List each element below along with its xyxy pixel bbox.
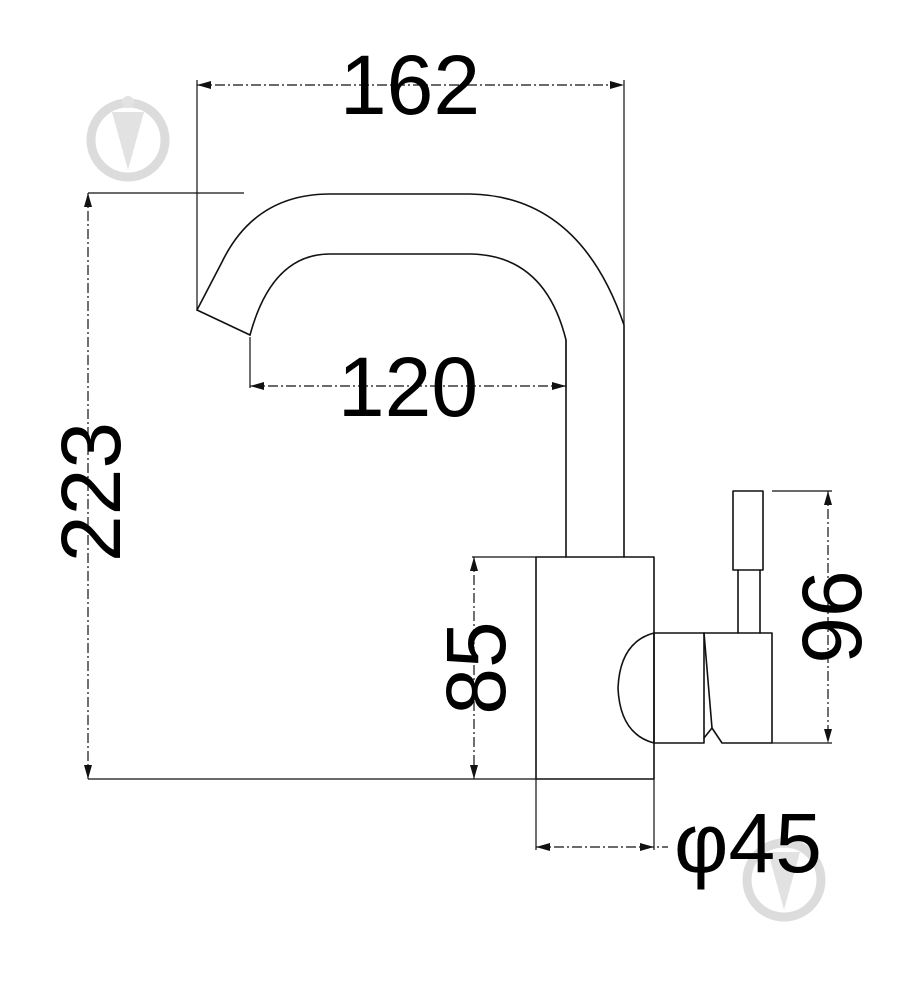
spout-inner <box>249 253 567 558</box>
dim-spout-reach <box>250 382 566 390</box>
label-spout-reach: 120 <box>338 340 478 434</box>
handle-collar-bevel <box>703 632 713 739</box>
body-cylinder <box>535 556 655 780</box>
dim-body-height <box>470 557 478 779</box>
dim-handle-height <box>824 491 832 743</box>
label-body-diameter: φ45 <box>674 796 822 890</box>
dim-height-total <box>84 193 92 779</box>
dim-width-total <box>197 81 624 89</box>
lever-top <box>732 490 764 571</box>
extension-lines <box>88 80 832 850</box>
spout-tip <box>196 309 251 336</box>
handle-collar <box>653 632 705 744</box>
watermark-logo-bottom <box>742 836 826 922</box>
handle-dome <box>617 632 655 744</box>
lever-stem <box>737 569 761 634</box>
label-width-total: 162 <box>340 38 480 132</box>
dim-body-diameter <box>536 843 668 851</box>
watermark-logo-top <box>86 96 170 182</box>
label-handle-height: 96 <box>785 570 879 663</box>
handle-block <box>703 632 773 744</box>
spout-outer <box>196 193 625 558</box>
label-height-total: 223 <box>44 422 138 562</box>
label-body-height: 85 <box>429 621 523 714</box>
